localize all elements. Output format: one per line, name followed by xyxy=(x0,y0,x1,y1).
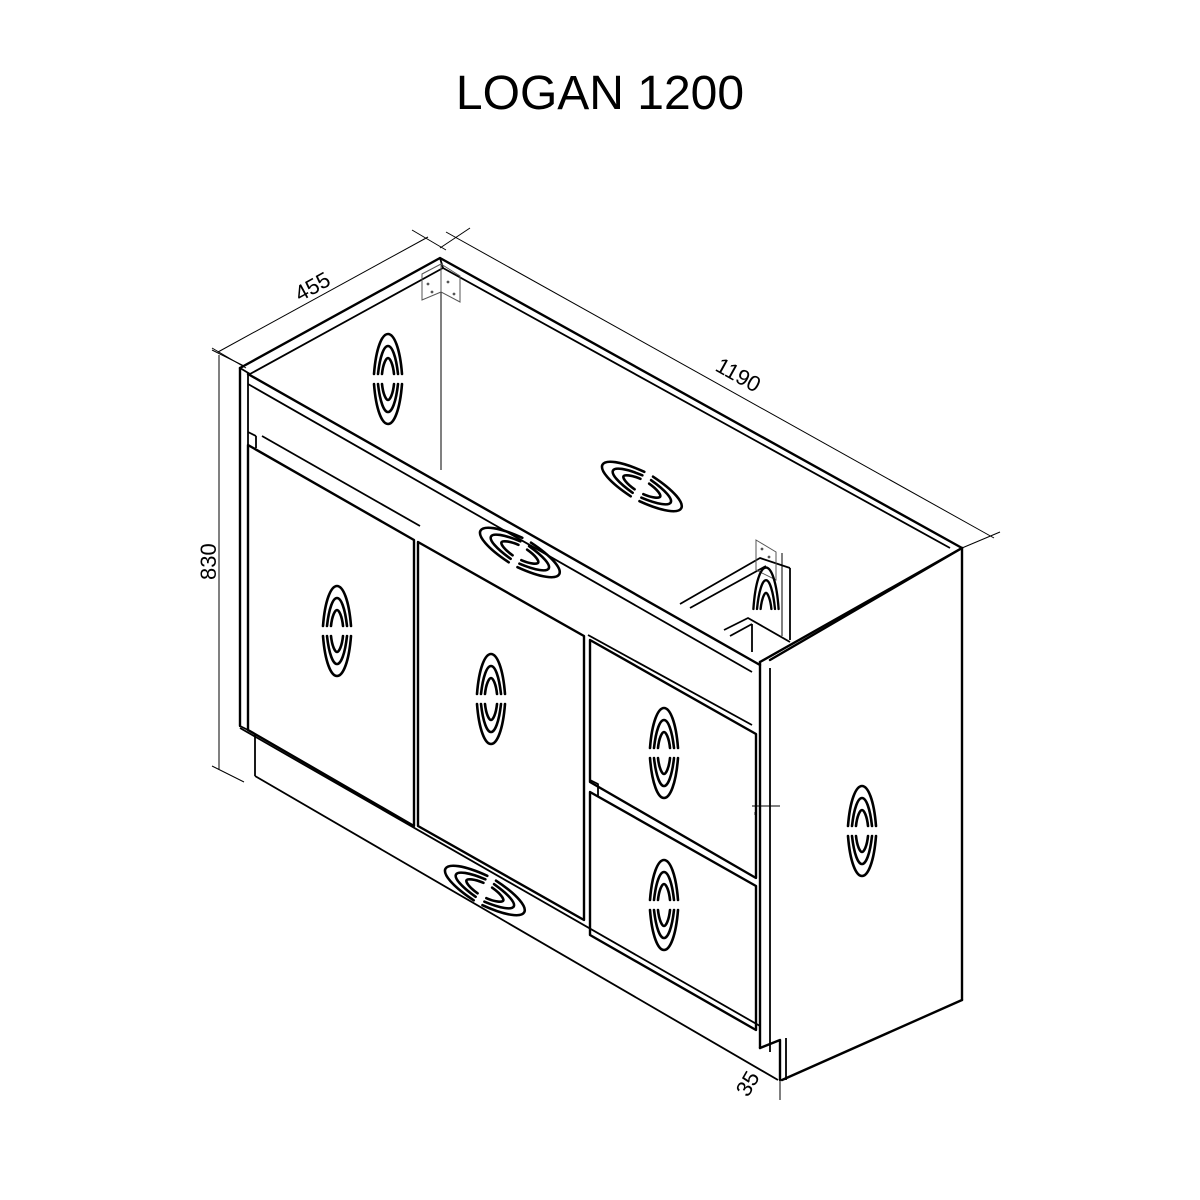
dimension-depth: 455 xyxy=(211,229,447,369)
logo-mark-left-door xyxy=(321,584,353,678)
logo-mark-inner-bracket xyxy=(752,566,780,611)
logo-mark-left-wall xyxy=(372,332,404,426)
logo-mark-top-drawer xyxy=(648,706,680,800)
bracket-back-right xyxy=(755,539,783,636)
page-title: LOGAN 1200 xyxy=(455,67,745,120)
depth-label: 455 xyxy=(290,267,334,307)
logo-mark-back-wall xyxy=(594,451,690,522)
dimension-width: 1190 xyxy=(439,227,1001,549)
kick-label: 35 xyxy=(731,1067,765,1101)
drawer-top xyxy=(587,634,758,880)
door-left xyxy=(246,435,421,828)
cabinet-carcass xyxy=(238,256,964,1082)
inner-drawer-frame xyxy=(679,557,791,652)
logo-mark-bottom-drawer xyxy=(648,858,680,952)
logo-mark-right-door xyxy=(475,652,507,746)
width-label: 1190 xyxy=(712,353,766,398)
dimension-height: 830 xyxy=(196,349,245,783)
bracket-back-left xyxy=(421,263,461,303)
drawer-bottom xyxy=(588,779,758,1032)
height-label: 830 xyxy=(196,543,221,580)
door-right xyxy=(416,540,586,922)
logo-mark-side-panel xyxy=(846,784,878,878)
